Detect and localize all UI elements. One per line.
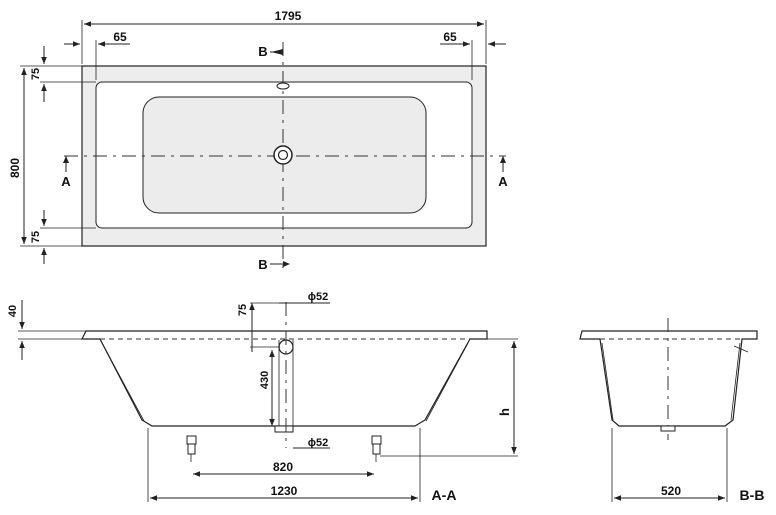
section-mark-a-right: A <box>498 174 508 189</box>
section-aa: 40 75 ϕ52 430 ϕ52 820 1230 h A-A <box>7 291 518 503</box>
dim-bottom-rim: 75 <box>30 231 42 243</box>
section-mark-b-top: B <box>258 44 267 59</box>
dim-right-rim: 65 <box>443 30 457 44</box>
section-mark-a-left: A <box>61 174 71 189</box>
section-aa-drain <box>274 425 294 433</box>
dim-bottom-width: 520 <box>661 484 681 498</box>
dim-drain-offset: 75 <box>237 304 249 316</box>
dim-rim-thickness: 40 <box>7 305 19 317</box>
section-aa-leg-right <box>371 435 382 462</box>
section-title-bb: B-B <box>740 487 765 503</box>
section-aa-leg-left <box>186 435 197 462</box>
dim-overflow-diameter: ϕ52 <box>308 291 328 303</box>
dim-drain-height: 430 <box>259 371 271 389</box>
dim-left-rim: 65 <box>113 30 127 44</box>
plan-view: 1795 65 65 800 75 75 B B A <box>8 9 508 272</box>
section-bb: 520 B-B <box>579 318 765 503</box>
section-bb-profile <box>579 330 758 427</box>
drain-inner <box>277 149 289 161</box>
dim-height: h <box>497 408 512 416</box>
section-aa-profile <box>81 330 488 427</box>
dim-drain-diameter: ϕ52 <box>308 437 328 449</box>
section-title-aa: A-A <box>432 487 457 503</box>
section-mark-b-bottom: B <box>258 257 267 272</box>
dim-leg-spacing: 820 <box>273 460 293 474</box>
dim-overall-width: 800 <box>8 158 22 178</box>
section-bb-drain <box>660 425 676 432</box>
dim-overall-length: 1795 <box>275 9 302 23</box>
overflow-outlet <box>276 82 290 90</box>
dim-bottom-length: 1230 <box>271 484 298 498</box>
dim-top-rim: 75 <box>30 68 42 80</box>
